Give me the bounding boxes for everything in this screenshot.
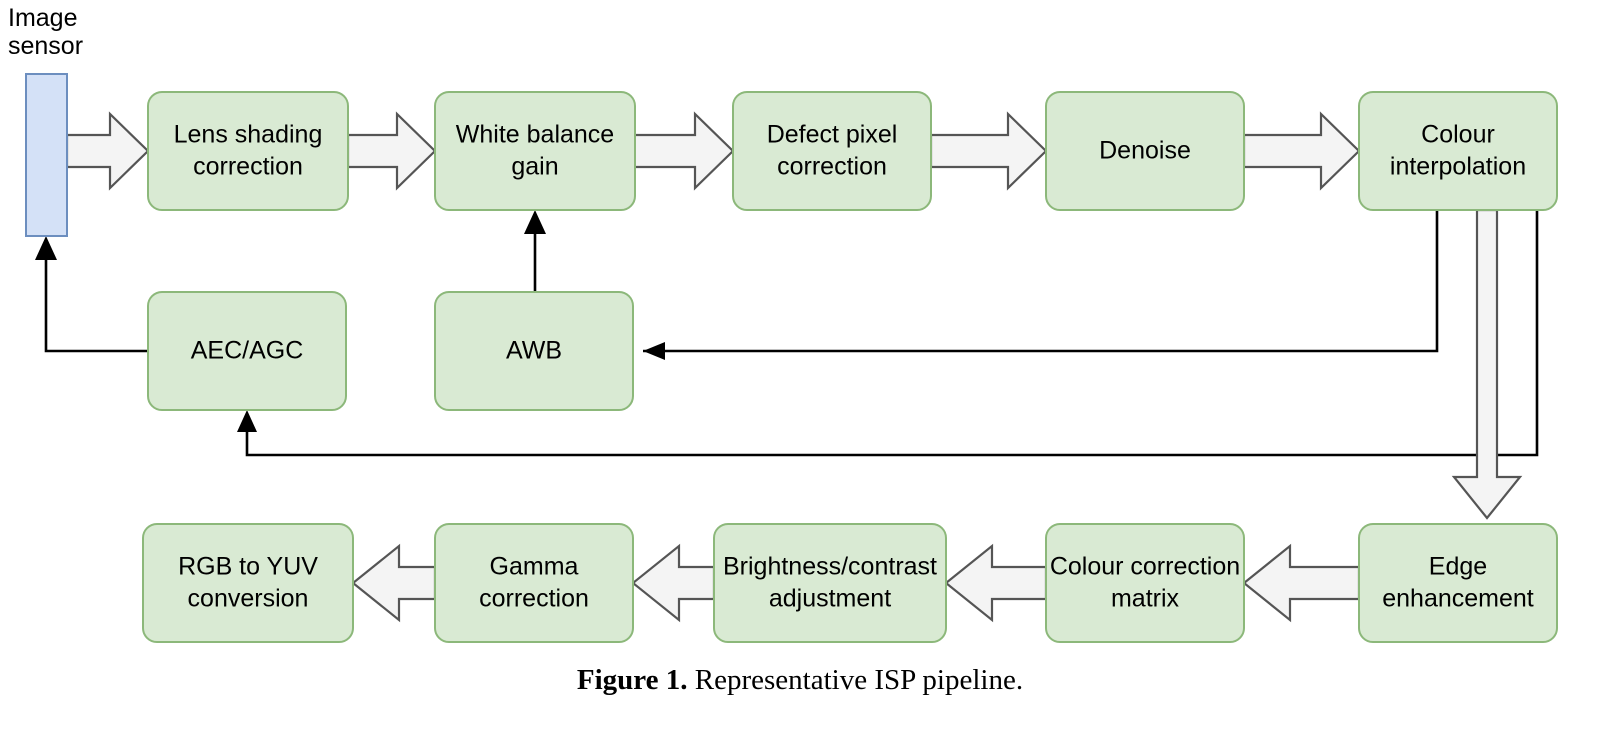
node-rect[interactable] <box>434 523 634 643</box>
node-label-line1: AEC/AGC <box>191 337 304 365</box>
node-label-line2: matrix <box>1111 585 1180 613</box>
edge-aec-agc-to-image-sensor <box>35 236 148 353</box>
node-rect[interactable] <box>1045 523 1245 643</box>
image-sensor-label-line1: Image <box>8 4 77 32</box>
image-sensor-node[interactable]: Image sensor <box>8 4 83 237</box>
node-rect[interactable] <box>147 91 349 211</box>
node-rect[interactable] <box>1358 91 1558 211</box>
node-label-line1: White balance <box>456 121 614 149</box>
node-aec-agc[interactable]: AEC/AGC <box>147 291 347 411</box>
node-rect[interactable] <box>147 291 347 411</box>
node-label-line2: gain <box>511 153 558 181</box>
node-label-line1: RGB to YUV <box>178 553 318 581</box>
block-arrow-edge-enhancement-to-colour-matrix <box>1242 543 1361 623</box>
node-colour-correction-matrix[interactable]: Colour correction matrix <box>1045 523 1245 643</box>
edge-colour-interp-to-aec-agc <box>237 210 1539 457</box>
block-arrow-sensor-to-lens-shading <box>65 111 150 191</box>
node-rect[interactable] <box>1045 91 1245 211</box>
node-rect[interactable] <box>713 523 947 643</box>
node-rgb-to-yuv-conversion[interactable]: RGB to YUV conversion <box>142 523 354 643</box>
node-rect[interactable] <box>732 91 932 211</box>
figure-caption-text: Representative ISP pipeline. <box>687 664 1024 696</box>
node-label-line1: Colour <box>1421 121 1495 149</box>
node-label-line1: Lens shading <box>174 121 323 149</box>
edge-colour-interp-to-awb <box>643 210 1439 360</box>
node-rect[interactable] <box>1358 523 1558 643</box>
node-label-line1: Brightness/contrast <box>723 553 937 581</box>
node-white-balance-gain[interactable]: White balance gain <box>434 91 636 211</box>
node-gamma-correction[interactable]: Gamma correction <box>434 523 634 643</box>
node-label-line2: adjustment <box>769 585 891 613</box>
node-label-line1: Edge <box>1429 553 1487 581</box>
node-rect[interactable] <box>434 91 636 211</box>
node-label-line1: Denoise <box>1099 137 1191 165</box>
node-rect[interactable] <box>142 523 354 643</box>
node-label-line2: correction <box>193 153 303 181</box>
block-arrow-gamma-to-rgb-yuv <box>351 543 437 623</box>
edge-awb-to-white-balance <box>524 210 546 292</box>
node-label-line2: enhancement <box>1382 585 1534 613</box>
block-arrow-defect-pixel-to-denoise <box>929 111 1048 191</box>
node-rect[interactable] <box>434 291 634 411</box>
node-label-line2: conversion <box>188 585 309 613</box>
node-label-line1: Gamma <box>490 553 579 581</box>
node-label-line1: Defect pixel <box>767 121 898 149</box>
figure-caption-label: Figure 1. <box>576 664 688 696</box>
image-sensor-rect[interactable] <box>25 73 68 237</box>
node-awb[interactable]: AWB <box>434 291 634 411</box>
node-edge-enhancement[interactable]: Edge enhancement <box>1358 523 1558 643</box>
node-label-line1: Colour correction <box>1050 553 1240 581</box>
node-label-line2: correction <box>777 153 887 181</box>
node-label-line2: interpolation <box>1390 153 1526 181</box>
block-arrow-white-balance-to-defect-pixel <box>632 111 735 191</box>
block-arrow-colour-matrix-to-brightness <box>944 543 1048 623</box>
node-defect-pixel-correction[interactable]: Defect pixel correction <box>732 91 932 211</box>
figure-caption: Figure 1. Representative ISP pipeline. <box>0 664 1600 697</box>
node-denoise[interactable]: Denoise <box>1045 91 1245 211</box>
node-label-line1: AWB <box>506 337 562 365</box>
image-sensor-label-line2: sensor <box>8 32 83 60</box>
node-label-line2: correction <box>479 585 589 613</box>
block-arrow-denoise-to-colour-interp <box>1242 111 1361 191</box>
node-lens-shading-correction[interactable]: Lens shading correction <box>147 91 349 211</box>
block-arrow-lens-shading-to-white-balance <box>346 111 437 191</box>
node-brightness-contrast-adjustment[interactable]: Brightness/contrast adjustment <box>713 523 947 643</box>
block-arrow-brightness-to-gamma <box>631 543 716 623</box>
block-arrow-colour-interp-to-edge-enhancement <box>1451 208 1523 520</box>
node-colour-interpolation[interactable]: Colour interpolation <box>1358 91 1558 211</box>
